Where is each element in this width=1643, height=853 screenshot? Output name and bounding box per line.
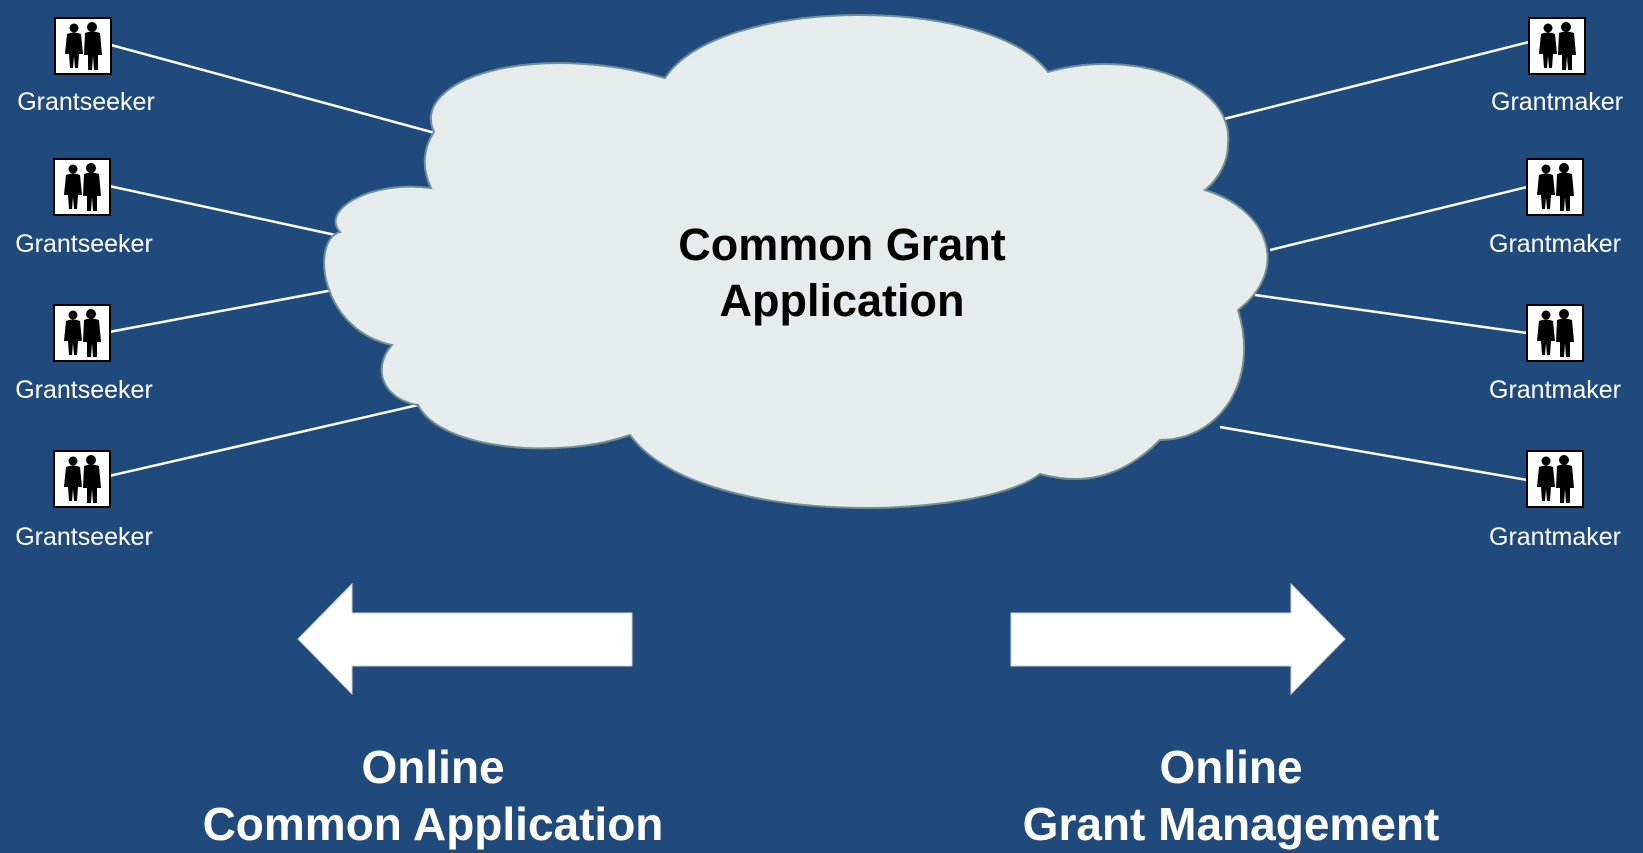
grantmaker-node: Grantmaker (1489, 450, 1621, 551)
left-caption-line2: Common Application (203, 798, 664, 850)
node-label: Grantseeker (17, 88, 155, 116)
arrow-left-icon (297, 582, 633, 696)
connector-lines (108, 40, 1530, 482)
node-label: Grantmaker (1489, 523, 1621, 551)
node-label: Grantmaker (1489, 376, 1621, 404)
grantmaker-node: Grantmaker (1489, 158, 1621, 258)
connector-line (1219, 40, 1530, 122)
left-caption: Online Common Application (203, 741, 664, 850)
people-couple-icon (1526, 158, 1584, 216)
connector-line (1254, 293, 1528, 335)
left-node-list: Grantseeker Grantseeker Grantseeker Gran… (15, 17, 155, 551)
right-caption-line1: Online (1159, 741, 1302, 793)
right-caption-line2: Grant Management (1023, 798, 1440, 850)
connector-line (108, 288, 334, 334)
connector-line (1269, 185, 1528, 252)
grantseeker-node: Grantseeker (15, 158, 153, 258)
grantmaker-node: Grantmaker (1489, 304, 1621, 404)
connector-line (1219, 425, 1528, 482)
grantseeker-node: Grantseeker (15, 304, 153, 404)
node-label: Grantseeker (15, 230, 153, 258)
right-node-list: Grantmaker Grantmaker Grantmaker Grantma… (1489, 17, 1623, 551)
grantseeker-node: Grantseeker (15, 450, 153, 551)
connector-line (110, 43, 436, 135)
node-label: Grantmaker (1489, 230, 1621, 258)
connector-line (108, 184, 341, 238)
cloud-title-line1: Common Grant (678, 219, 1006, 270)
people-couple-icon (1528, 17, 1586, 75)
common-grant-cloud: Common Grant Application (323, 14, 1269, 509)
arrow-right-icon (1010, 582, 1346, 696)
people-couple-icon (53, 304, 111, 362)
people-couple-icon (1526, 304, 1584, 362)
node-label: Grantseeker (15, 523, 153, 551)
people-couple-icon (53, 450, 111, 508)
node-label: Grantseeker (15, 376, 153, 404)
people-couple-icon (1526, 450, 1584, 508)
grantseeker-node: Grantseeker (17, 17, 155, 116)
right-caption: Online Grant Management (1023, 741, 1440, 850)
people-couple-icon (54, 17, 112, 75)
node-label: Grantmaker (1491, 88, 1623, 116)
connector-line (108, 403, 419, 478)
grantmaker-node: Grantmaker (1491, 17, 1623, 116)
cloud-title-line2: Application (720, 275, 965, 326)
people-couple-icon (53, 158, 111, 216)
left-caption-line1: Online (361, 741, 504, 793)
